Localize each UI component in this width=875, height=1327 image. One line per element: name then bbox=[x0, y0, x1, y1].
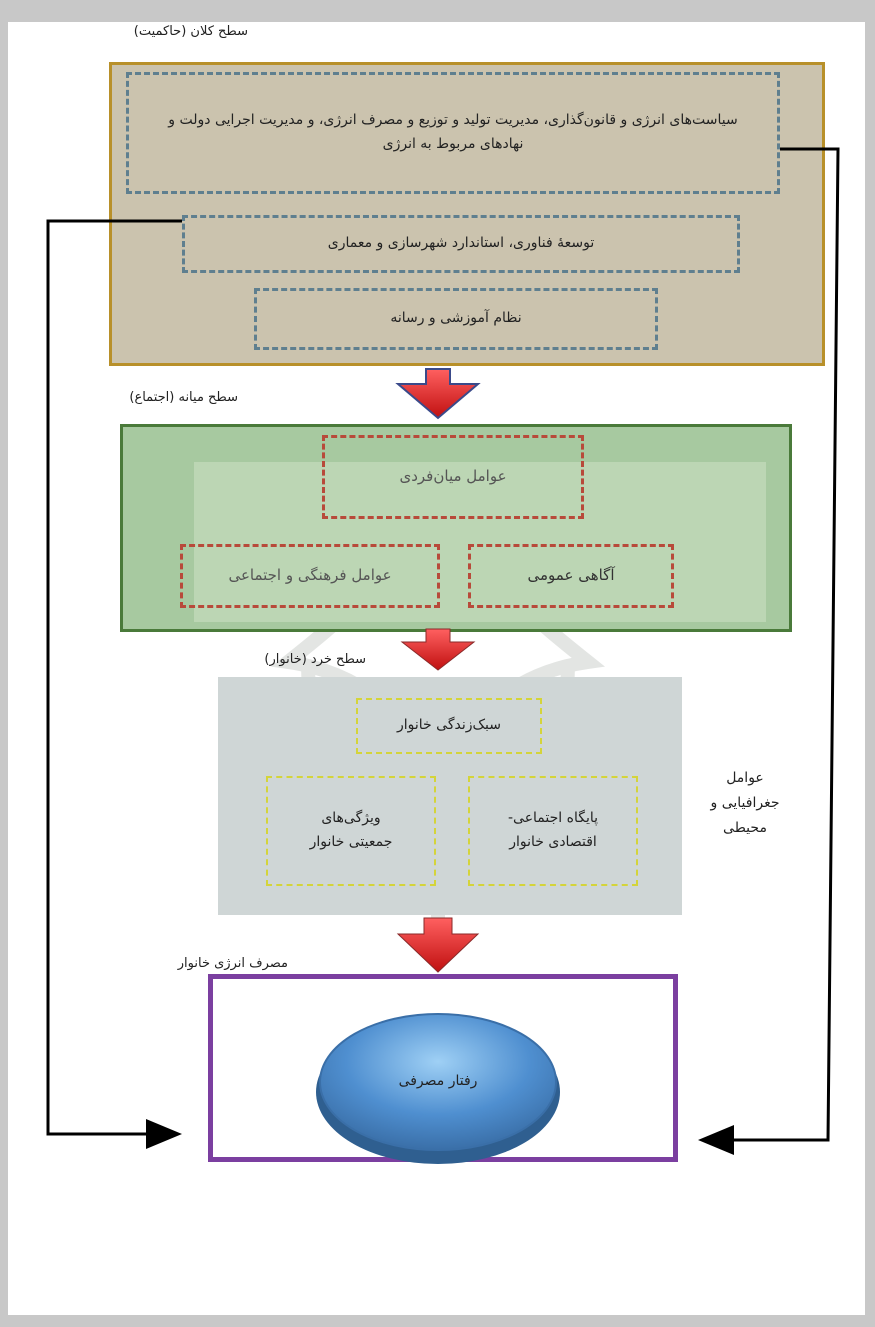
micro-item-lifestyle: سبک‌زندگی خانوار bbox=[356, 698, 542, 754]
meso-level-label: سطح میانه (اجتماع) bbox=[129, 390, 238, 405]
macro-item-education-media-text: نظام آموزشی و رسانه bbox=[390, 310, 522, 327]
macro-item-energy-policy: سیاست‌های انرژی و قانون‌گذاری، مدیریت تو… bbox=[126, 72, 780, 194]
meso-level-inner-panel bbox=[194, 462, 766, 622]
consumption-label: مصرف انرژی خانوار bbox=[177, 956, 288, 971]
connectors-and-arrows bbox=[46, 147, 840, 1164]
macro-item-energy-policy-text: سیاست‌های انرژی و قانون‌گذاری، مدیریت تو… bbox=[168, 112, 738, 152]
behavior-ellipse bbox=[319, 1013, 557, 1151]
micro-level-box bbox=[218, 677, 682, 915]
diagram-canvas: سطح کلان (حاکمیت) سیاست‌های انرژی و قانو… bbox=[8, 22, 865, 1315]
left-feedback-connector bbox=[46, 219, 182, 1149]
meso-item-interpersonal-text: عوامل میان‌فردی bbox=[399, 467, 507, 486]
meso-item-cultural-social: عوامل فرهنگی و اجتماعی bbox=[180, 544, 440, 608]
macro-level-label: سطح کلان (حاکمیت) bbox=[133, 24, 248, 39]
meso-item-public-awareness-text: آگاهی عمومی bbox=[527, 566, 615, 585]
micro-item-lifestyle-text: سبک‌زندگی خانوار bbox=[397, 717, 501, 734]
behavior-label-text: رفتار مصرفی bbox=[398, 1073, 478, 1090]
side-label-geographic: عوامل جغرافیایی و محیطی bbox=[710, 766, 780, 842]
down-arrow-macro-to-meso bbox=[395, 368, 481, 420]
macro-level-box bbox=[109, 62, 825, 366]
micro-item-demographic-text: ویژگی‌های جمعیتی خانوار bbox=[309, 810, 393, 850]
right-feedback-connector bbox=[698, 147, 840, 1155]
down-arrow-meso-to-micro bbox=[400, 628, 476, 671]
micro-item-socioeconomic: پایگاه اجتماعی- اقتصادی خانوار bbox=[468, 776, 638, 886]
meso-item-public-awareness: آگاهی عمومی bbox=[468, 544, 674, 608]
macro-item-education-media: نظام آموزشی و رسانه bbox=[254, 288, 658, 350]
micro-level-label: سطح خرد (خانوار) bbox=[264, 652, 366, 667]
down-arrow-micro-to-outcome bbox=[396, 917, 480, 973]
behavior-label: رفتار مصرفی bbox=[348, 1062, 528, 1102]
side-label-geographic-text: عوامل جغرافیایی و محیطی bbox=[710, 770, 780, 837]
macro-item-technology: توسعۀ فناوری، استاندارد شهرسازی و معماری bbox=[182, 215, 740, 273]
meso-item-interpersonal: عوامل میان‌فردی bbox=[322, 435, 584, 519]
macro-item-technology-text: توسعۀ فناوری، استاندارد شهرسازی و معماری bbox=[327, 235, 595, 252]
micro-item-socioeconomic-text: پایگاه اجتماعی- اقتصادی خانوار bbox=[507, 810, 599, 850]
micro-item-demographic: ویژگی‌های جمعیتی خانوار bbox=[266, 776, 436, 886]
meso-item-cultural-social-text: عوامل فرهنگی و اجتماعی bbox=[228, 566, 392, 585]
